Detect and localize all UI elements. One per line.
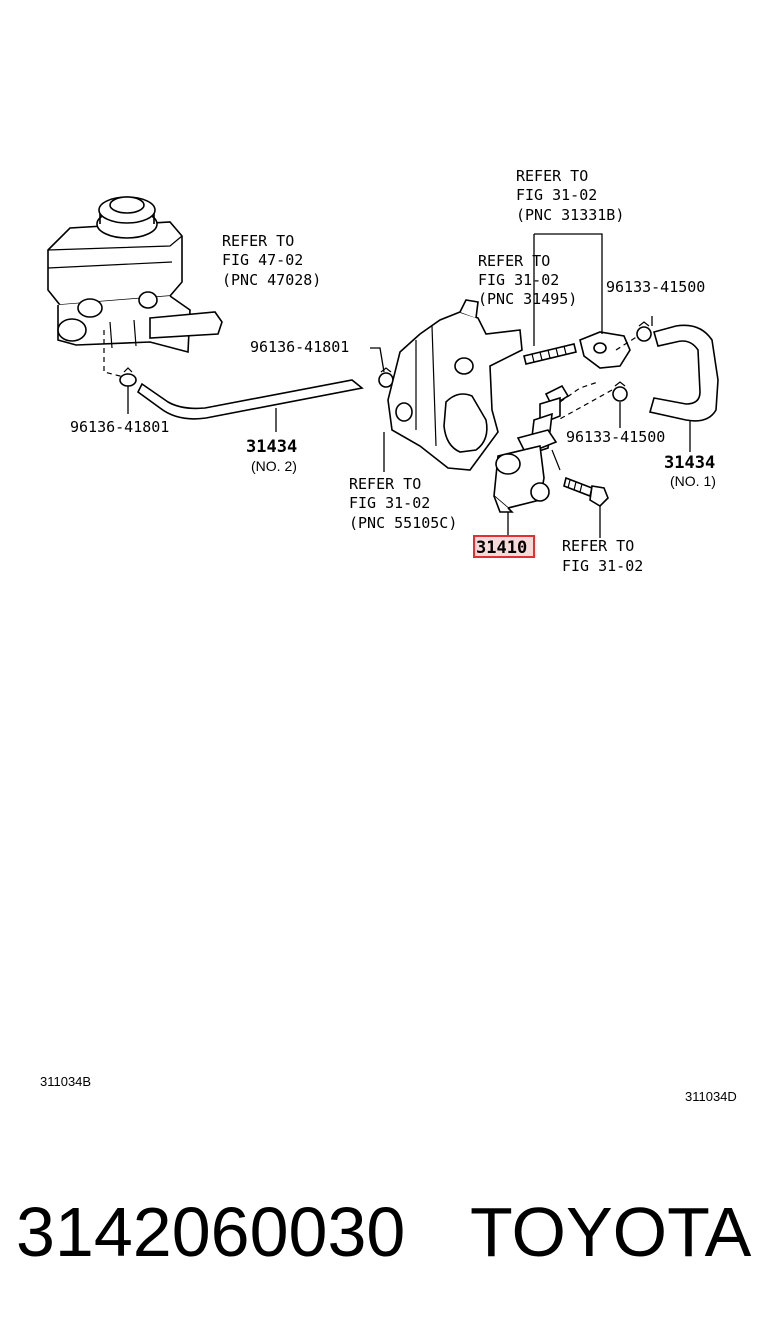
hose-clip-lower-right xyxy=(612,381,628,402)
drawing-code-right: 311034D xyxy=(685,1089,737,1104)
label-clip-96133-upper: 96133-41500 xyxy=(606,278,705,296)
label-line: REFER TO xyxy=(349,475,421,493)
label-hose-no2-sub: (NO. 2) xyxy=(251,458,297,474)
label-line: FIG 31-02 xyxy=(478,271,559,289)
label-refer-31495: REFER TO FIG 31-02 (PNC 31495) xyxy=(478,252,577,308)
highlighted-part-31410[interactable]: 31410 xyxy=(473,535,535,558)
clutch-master-cylinder xyxy=(493,384,570,513)
label-clip-96133-lower: 96133-41500 xyxy=(566,428,665,446)
label-line: FIG 31-02 xyxy=(562,557,643,575)
clevis-pin xyxy=(523,343,577,365)
label-hose-no1-sub: (NO. 1) xyxy=(670,473,716,489)
label-line: REFER TO xyxy=(222,232,294,250)
label-line: REFER TO xyxy=(562,537,634,555)
label-line: (PNC 31495) xyxy=(478,290,577,308)
label-line: REFER TO xyxy=(478,252,550,270)
label-line: REFER TO xyxy=(516,167,588,185)
hose-clip-upper-right xyxy=(636,321,652,342)
hose-clip-left xyxy=(119,367,137,387)
label-refer-55105c: REFER TO FIG 31-02 (PNC 55105C) xyxy=(349,475,457,532)
label-line: (PNC 47028) xyxy=(222,271,321,289)
label-line: (PNC 31331B) xyxy=(516,206,624,224)
label-line: FIG 47-02 xyxy=(222,251,303,269)
label-refer-31331b: REFER TO FIG 31-02 (PNC 31331B) xyxy=(516,167,624,224)
label-line: (PNC 55105C) xyxy=(349,514,457,532)
label-part-31410: 31410 xyxy=(476,538,527,558)
brake-master-cylinder xyxy=(47,196,223,354)
label-refer-bolt: REFER TO FIG 31-02 xyxy=(562,537,643,575)
drawing-code-left: 311034B xyxy=(40,1074,91,1089)
clutch-pedal-bracket xyxy=(387,299,523,471)
label-line: FIG 31-02 xyxy=(516,186,597,204)
label-clip-96136-middle: 96136-41801 xyxy=(250,338,349,356)
highlight-box xyxy=(473,535,535,558)
label-refer-master-cylinder: REFER TO FIG 47-02 (PNC 47028) xyxy=(222,232,321,289)
label-hose-no1-part: 31434 xyxy=(664,453,715,473)
footer-part-number: 3142060030 xyxy=(16,1193,405,1271)
footer-brand: TOYOTA xyxy=(470,1193,752,1271)
label-hose-no2-part: 31434 xyxy=(246,437,297,457)
label-clip-96136-left: 96136-41801 xyxy=(70,418,169,436)
clevis xyxy=(579,331,631,369)
reservoir-hose-no1 xyxy=(648,324,719,422)
reservoir-hose-no2 xyxy=(136,379,364,420)
label-line: FIG 31-02 xyxy=(349,494,430,512)
mounting-bolt xyxy=(563,476,609,508)
hose-clip-middle xyxy=(378,367,394,388)
